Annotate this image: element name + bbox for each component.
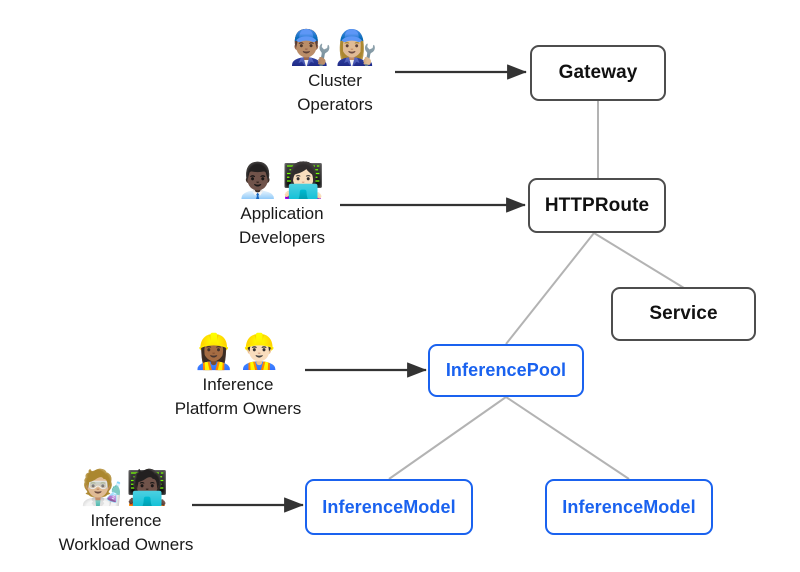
construction-worker-woman-icon-and-construction-worker-man-icon: 👷🏾‍♀️👷🏻‍♂️ [192, 333, 284, 371]
node-gateway[interactable]: Gateway [530, 45, 666, 101]
node-label: Service [649, 303, 718, 324]
node-label: InferencePool [445, 360, 567, 380]
node-label: InferenceModel [322, 496, 456, 517]
edge-inferencepool-model-right [505, 396, 630, 480]
node-httproute[interactable]: HTTPRoute [528, 178, 666, 233]
scientist-icon-and-technologist-icon: 🧑🏼‍🔬🧑🏿‍💻 [80, 469, 172, 507]
relationship-edges [388, 101, 685, 480]
edge-httproute-service [593, 232, 685, 289]
node-label: Gateway [558, 62, 638, 83]
node-inferencepool[interactable]: InferencePool [428, 344, 584, 397]
edge-httproute-inferencepool [505, 232, 595, 345]
persona-label-line2: Platform Owners [174, 399, 302, 418]
node-inferencemodel1[interactable]: InferenceModel [305, 479, 473, 535]
persona-label-line1: Cluster [308, 71, 362, 90]
edge-inferencepool-model-left [388, 396, 507, 480]
node-label: HTTPRoute [544, 194, 650, 216]
office-worker-man-icon-and-technologist-woman-icon: 👨🏿‍💼👩🏻‍💻 [236, 162, 328, 200]
persona-label-line2: Operators [297, 95, 373, 114]
mechanic-man-icon-and-mechanic-woman-icon: 👨🏽‍🔧👩🏼‍🔧 [289, 29, 381, 67]
persona-label-line1: Application [240, 204, 324, 223]
node-inferencemodel2[interactable]: InferenceModel [545, 479, 713, 535]
persona-arrows [192, 64, 527, 513]
persona-label-line1: Inference [90, 511, 162, 530]
persona-label-line1: Inference [202, 375, 274, 394]
persona-label-line2: Workload Owners [58, 535, 194, 554]
node-label: InferenceModel [562, 496, 696, 517]
node-service[interactable]: Service [611, 287, 756, 341]
persona-label-line2: Developers [239, 228, 325, 247]
